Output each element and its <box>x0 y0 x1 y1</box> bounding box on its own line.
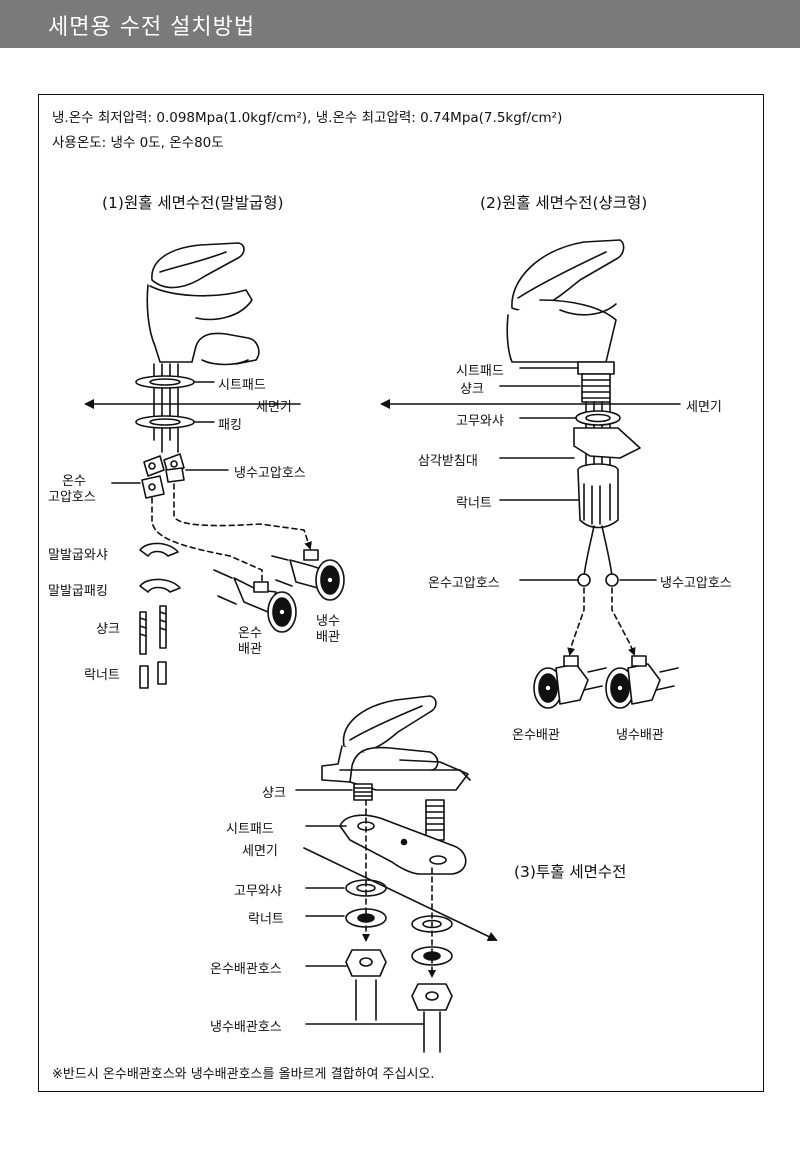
hot-valve-1 <box>213 569 297 633</box>
s2-label-seat-pad: 시트패드 <box>456 364 504 379</box>
s3-label-basin: 세면기 <box>242 844 278 859</box>
s1-label-hot-hose-b: 고압호스 <box>48 490 96 505</box>
parts-list-1 <box>139 542 181 689</box>
s3-label-seat-pad: 시트패드 <box>226 822 274 837</box>
s3-label-lock-nut: 락너트 <box>248 912 284 927</box>
s2-label-hot-pipe: 온수배관 <box>512 728 560 743</box>
s3-label-hot-pipe-hose: 온수배관호스 <box>210 962 282 977</box>
s1-label-lock-nut: 락너트 <box>84 668 120 683</box>
s2-label-cold-hose: 냉수고압호스 <box>660 576 732 591</box>
s1-label-hot-hose-a: 온수 <box>62 474 86 489</box>
s1-label-seat-pad: 시트패드 <box>218 378 266 393</box>
s3-label-rubber-washer: 고무와샤 <box>234 884 282 899</box>
s1-label-horseshoe-washer: 말발굽와샤 <box>48 548 108 563</box>
s2-label-lock-nut: 락너트 <box>456 496 492 511</box>
s2-label-shank: 샹크 <box>460 382 484 397</box>
footer-note: ※반드시 온수배관호스와 냉수배관호스를 올바르게 결합하여 주십시오. <box>52 1067 435 1082</box>
section2-title: (2)원홀 세면수전(샹크형) <box>480 194 648 212</box>
spec-pressure: 냉.온수 최저압력: 0.098Mpa(1.0kgf/cm²), 냉.온수 최고… <box>52 110 563 126</box>
s2-label-rubber-washer: 고무와샤 <box>456 414 504 429</box>
diagram-frame <box>38 94 764 1092</box>
section1-title: (1)원홀 세면수전(말발굽형) <box>102 194 284 212</box>
s1-label-shank: 샹크 <box>96 622 120 637</box>
s2-label-basin: 세면기 <box>686 400 722 415</box>
s1-label-cold-hose: 냉수고압호스 <box>234 466 306 481</box>
s3-label-shank: 샹크 <box>262 786 286 801</box>
section3-title: (3)투홀 세면수전 <box>514 863 627 881</box>
faucet-2-drawing <box>506 239 641 587</box>
s1-label-cold-pipe-b: 배관 <box>316 630 340 645</box>
hot-valve-2 <box>533 655 607 709</box>
s3-label-cold-pipe-hose: 냉수배관호스 <box>210 1020 282 1035</box>
faucet-3-drawing <box>321 695 471 1053</box>
s1-label-horseshoe-packing: 말발굽패킹 <box>48 584 108 599</box>
cold-valve-1 <box>271 549 345 601</box>
header-bar: 세면용 수전 설치방법 <box>0 0 800 48</box>
spec-temperature: 사용온도: 냉수 0도, 온수80도 <box>52 135 224 151</box>
s1-label-basin: 세면기 <box>256 400 292 415</box>
s2-label-triangle-support: 삼각받침대 <box>418 454 478 469</box>
page-title: 세면용 수전 설치방법 <box>48 15 256 40</box>
s2-label-cold-pipe: 냉수배관 <box>616 728 664 743</box>
s1-label-packing: 패킹 <box>218 418 242 433</box>
s1-label-cold-pipe-a: 냉수 <box>316 614 340 629</box>
cold-valve-2 <box>605 655 679 709</box>
s1-label-hot-pipe-b: 배관 <box>238 642 262 657</box>
faucet-1-drawing <box>135 242 260 499</box>
s1-label-hot-pipe-a: 온수 <box>238 626 262 641</box>
s2-label-hot-hose: 온수고압호스 <box>428 576 500 591</box>
